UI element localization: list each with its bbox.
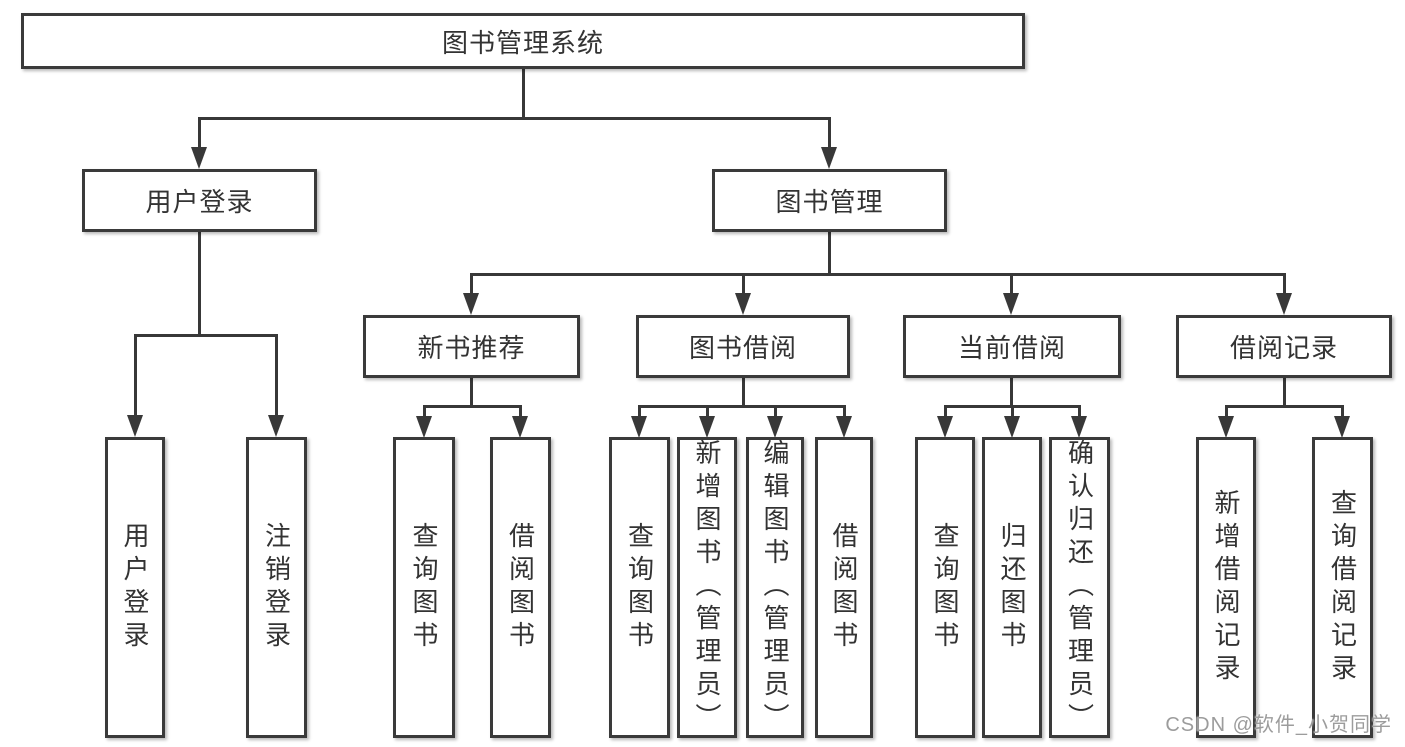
arrow-down-icon: [416, 416, 432, 438]
arrow-down-icon: [1071, 416, 1087, 438]
leaf-edit-books-admin: 编辑图书（管理员）: [746, 437, 804, 738]
connector-line: [1282, 378, 1286, 408]
connector-line: [1077, 406, 1081, 418]
connector-line: [469, 378, 473, 408]
node-label: 新书推荐: [417, 333, 526, 363]
arrow-down-icon: [836, 416, 852, 438]
connector-line: [943, 406, 947, 418]
connector-line: [469, 274, 473, 295]
node-label: 图书借阅: [688, 333, 797, 363]
node-current-borrow: 当前借阅: [903, 315, 1121, 378]
leaf-label: 用户登录: [120, 521, 150, 654]
connector-line: [842, 406, 846, 418]
arrow-down-icon: [1276, 293, 1292, 315]
leaf-label: 归还图书: [997, 521, 1027, 654]
connector-line: [1282, 274, 1286, 295]
csdn-watermark: CSDN @软件_小贺同学: [1165, 714, 1392, 736]
leaf-label: 注销登录: [261, 521, 292, 654]
leaf-return-books: 归还图书: [982, 437, 1042, 738]
node-user-login: 用户登录: [82, 169, 317, 232]
node-book-management-system: 图书管理系统: [21, 13, 1025, 69]
leaf-query-books-borrow: 查询图书: [609, 437, 670, 738]
connector-line: [637, 406, 641, 418]
connector-line: [705, 406, 709, 418]
connector-line: [422, 406, 426, 418]
arrow-down-icon: [463, 293, 479, 315]
connector-line: [197, 116, 831, 120]
leaf-logout: 注销登录: [246, 437, 307, 738]
arrow-down-icon: [937, 416, 953, 438]
leaf-label: 借阅图书: [829, 521, 859, 654]
arrow-down-icon: [127, 415, 143, 437]
node-new-book-recommend: 新书推荐: [363, 315, 580, 378]
arrow-down-icon: [1004, 416, 1020, 438]
node-borrow-records: 借阅记录: [1176, 315, 1392, 378]
leaf-confirm-return-admin: 确认归还（管理员）: [1049, 437, 1110, 738]
connector-line: [637, 404, 846, 408]
leaf-label: 借阅图书: [505, 521, 536, 654]
connector-line: [827, 232, 831, 276]
leaf-label: 编辑图书（管理员）: [760, 439, 790, 736]
leaf-add-borrow-record: 新增借阅记录: [1196, 437, 1256, 738]
connector-line: [133, 335, 137, 417]
connector-line: [521, 69, 525, 120]
leaf-borrow-books-recommend: 借阅图书: [490, 437, 551, 738]
arrow-down-icon: [1003, 293, 1019, 315]
connector-line: [1224, 404, 1344, 408]
node-label: 图书管理系统: [441, 27, 604, 58]
arrow-down-icon: [631, 416, 647, 438]
leaf-label: 查询图书: [624, 521, 655, 654]
node-book-management: 图书管理: [712, 169, 947, 232]
leaf-label: 查询借阅记录: [1327, 488, 1358, 687]
arrow-down-icon: [1334, 416, 1350, 438]
connector-line: [422, 404, 522, 408]
connector-line: [1340, 406, 1344, 418]
leaf-label: 新增图书（管理员）: [692, 439, 722, 736]
connector-line: [518, 406, 522, 418]
leaf-label: 确认归还（管理员）: [1064, 439, 1095, 736]
arrow-down-icon: [191, 147, 207, 169]
connector-line: [741, 274, 745, 295]
connector-line: [1010, 406, 1014, 418]
leaf-query-borrow-record: 查询借阅记录: [1312, 437, 1373, 738]
connector-line: [1009, 378, 1013, 408]
leaf-add-books-admin: 新增图书（管理员）: [677, 437, 737, 738]
arrow-down-icon: [735, 293, 751, 315]
connector-line: [133, 333, 278, 337]
arrow-down-icon: [512, 416, 528, 438]
arrow-down-icon: [268, 415, 284, 437]
connector-line: [1224, 406, 1228, 418]
node-book-borrow: 图书借阅: [636, 315, 850, 378]
node-label: 用户登录: [145, 187, 254, 217]
node-label: 当前借阅: [957, 333, 1066, 363]
connector-line: [197, 118, 201, 149]
leaf-label: 新增借阅记录: [1211, 488, 1241, 687]
connector-line: [741, 378, 745, 408]
connector-line: [197, 232, 201, 337]
connector-line: [274, 335, 278, 417]
leaf-query-books-current: 查询图书: [915, 437, 975, 738]
leaf-label: 查询图书: [930, 521, 960, 654]
arrow-down-icon: [821, 147, 837, 169]
connector-line: [827, 118, 831, 149]
leaf-borrow-books: 借阅图书: [815, 437, 873, 738]
connector-line: [1009, 274, 1013, 295]
leaf-label: 查询图书: [409, 521, 439, 654]
connector-line: [773, 406, 777, 418]
arrow-down-icon: [699, 416, 715, 438]
node-label: 借阅记录: [1229, 333, 1338, 363]
arrow-down-icon: [767, 416, 783, 438]
arrow-down-icon: [1218, 416, 1234, 438]
leaf-query-books-recommend: 查询图书: [393, 437, 455, 738]
leaf-user-login: 用户登录: [105, 437, 165, 738]
node-label: 图书管理: [775, 187, 884, 217]
connector-line: [469, 272, 1286, 276]
